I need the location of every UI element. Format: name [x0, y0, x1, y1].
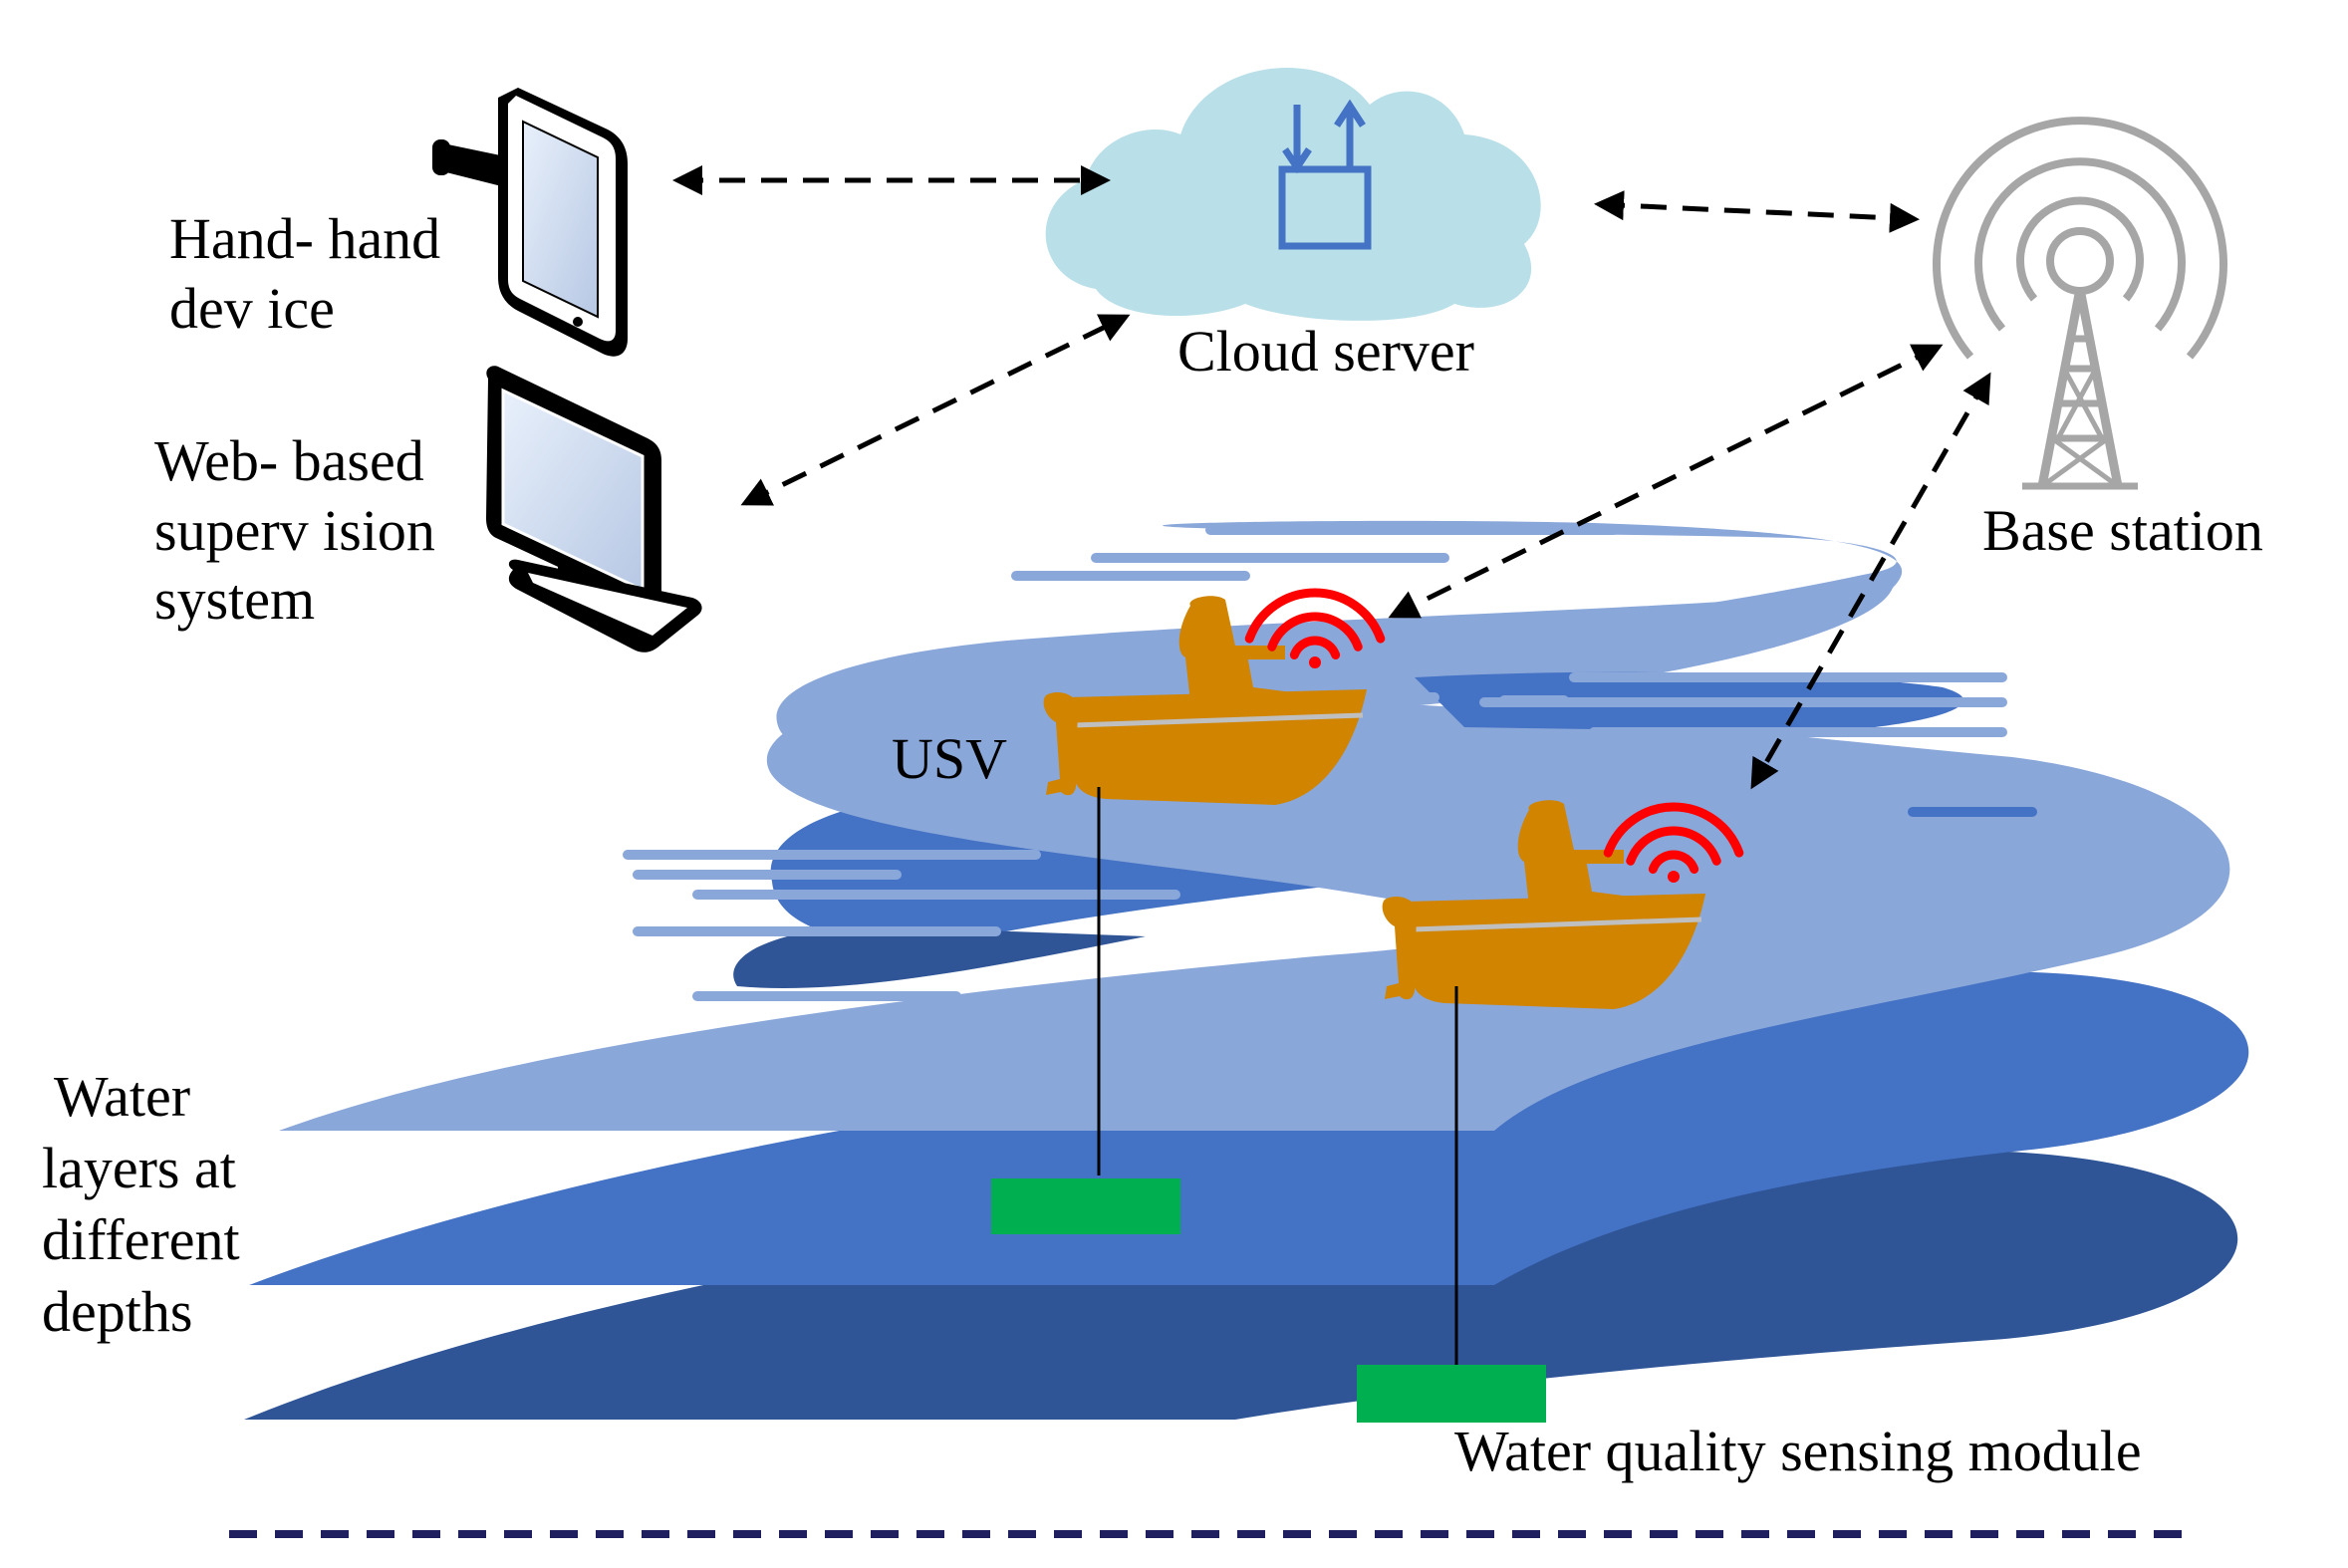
- water-layers: [244, 520, 2249, 1420]
- sensor-module-icon: [1357, 1365, 1546, 1423]
- monitor-icon: [486, 366, 702, 653]
- cloud-server-label: Cloud server: [1177, 319, 1474, 384]
- boat-icon: [1043, 596, 1367, 805]
- arrow-base-usv1: [1388, 344, 1944, 619]
- tablet-icon: [432, 88, 628, 357]
- water-streaks: [623, 525, 2037, 1001]
- sensing-module-label: Water quality sensing module: [1454, 1419, 2142, 1483]
- arrow-base-usv2: [1750, 372, 1991, 790]
- cloud-icon: [1045, 67, 1541, 321]
- water-layer-surface: [279, 520, 2230, 1131]
- wifi-signal-icon: [1603, 802, 1744, 883]
- base-station-label: Base station: [1982, 498, 2263, 563]
- sensor-module-icon: [991, 1178, 1180, 1234]
- handheld-device-label: Hand- hand dev ice: [169, 206, 441, 341]
- usv-label: USV: [892, 726, 1008, 791]
- water-layers-label: Water layers at different depths: [42, 1064, 240, 1344]
- arrow-web-cloud: [740, 314, 1131, 506]
- connection-arrows: [672, 165, 1991, 790]
- sensor-cables: [1097, 787, 1458, 1365]
- radio-tower-icon: [1933, 117, 2227, 490]
- boat-icon: [1382, 800, 1705, 1009]
- wifi-signal-icon: [1244, 588, 1386, 668]
- web-supervision-label: Web- based superv ision system: [154, 428, 435, 633]
- arrow-cloud-base: [1594, 190, 1920, 233]
